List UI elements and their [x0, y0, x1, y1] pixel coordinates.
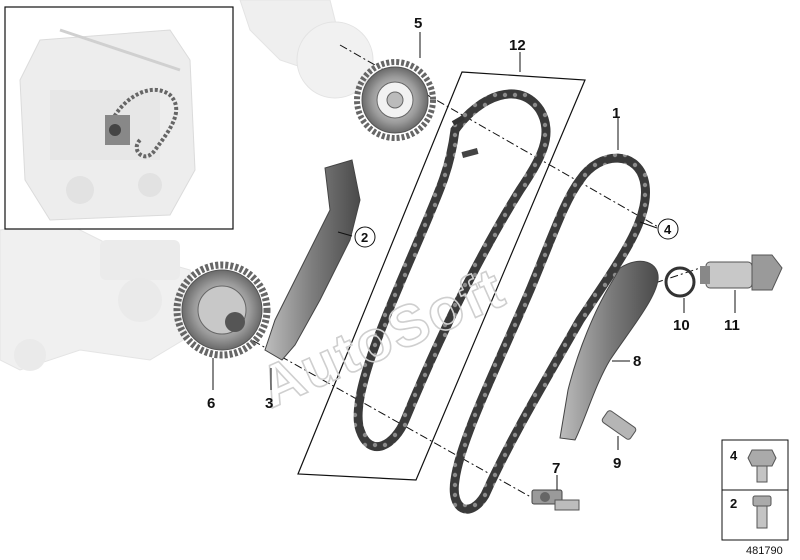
- kit-outline-12: [297, 71, 586, 481]
- circled-callout-4: 4: [657, 218, 679, 240]
- inset-chain-highlight: [108, 87, 179, 159]
- bolt-7[interactable]: [531, 489, 580, 511]
- background-engine-ghost: [0, 0, 374, 371]
- svg-text:2: 2: [361, 230, 368, 245]
- legend-label-2: 2: [730, 496, 737, 511]
- camshaft-adjuster-6[interactable]: [173, 261, 271, 359]
- callout-1: 1: [612, 105, 620, 122]
- fastener-legend: 4 2: [721, 439, 789, 541]
- seal-ring-10[interactable]: [664, 266, 696, 298]
- callout-labels: 1 5 12 6 3 8 7 9 10 11: [207, 15, 740, 477]
- socket-bolt-icon[interactable]: [752, 495, 772, 529]
- svg-text:4: 4: [664, 222, 672, 237]
- inset-overview: [4, 6, 234, 230]
- pin-9[interactable]: [601, 410, 637, 441]
- guide-rail-8[interactable]: [559, 260, 659, 441]
- callout-8: 8: [633, 353, 641, 370]
- legend-label-4: 4: [730, 448, 738, 463]
- callout-7: 7: [552, 460, 560, 477]
- hex-bolt-icon[interactable]: [747, 449, 777, 483]
- circled-callout-2: 2: [354, 226, 376, 248]
- inset-pump-highlight: [105, 115, 130, 145]
- callout-6: 6: [207, 395, 215, 412]
- callout-12: 12: [509, 37, 526, 54]
- timing-chain-1[interactable]: [449, 153, 651, 514]
- callout-5: 5: [414, 15, 422, 32]
- leader-lines: [212, 32, 736, 490]
- chain-links-loose: [451, 115, 479, 158]
- timing-chain-12[interactable]: [353, 89, 551, 452]
- tensioner-rail-3[interactable]: [264, 159, 361, 361]
- callout-3: 3: [265, 395, 273, 412]
- chain-tensioner-11[interactable]: [700, 254, 783, 291]
- callout-10: 10: [673, 317, 690, 334]
- callout-11: 11: [724, 317, 740, 334]
- callout-9: 9: [613, 455, 621, 472]
- camshaft-sprocket-5[interactable]: [354, 59, 436, 141]
- document-number: 481790: [746, 545, 783, 557]
